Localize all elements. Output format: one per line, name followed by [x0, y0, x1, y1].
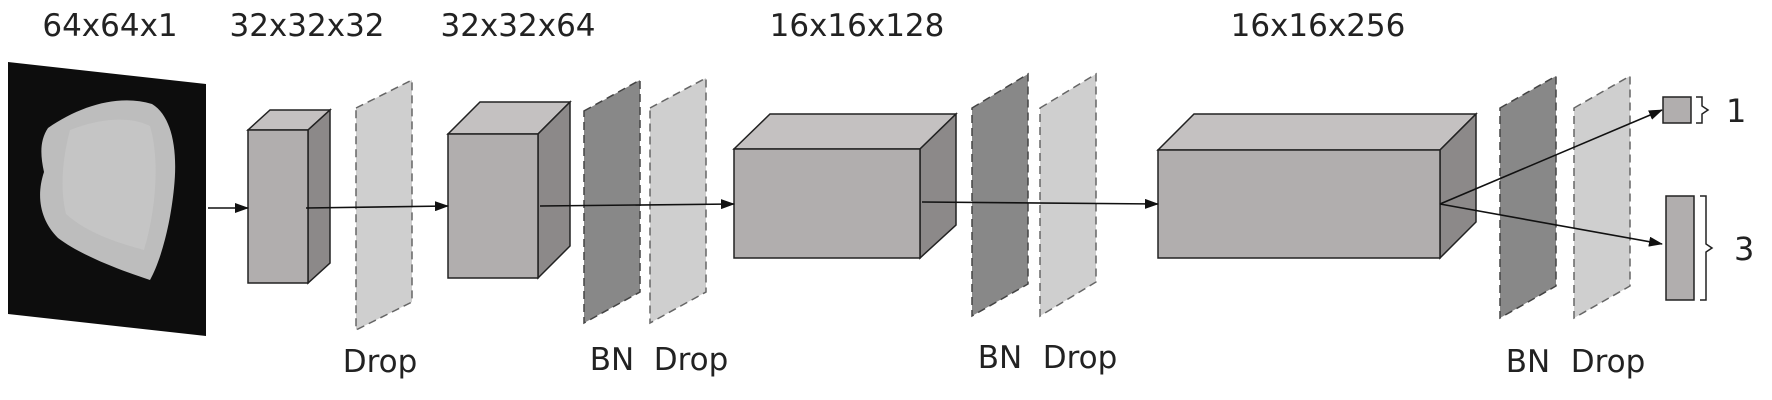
dropout-layer-1	[355, 78, 413, 332]
output-1-brace	[1696, 96, 1710, 124]
bn-2-label: BN	[978, 340, 1022, 376]
dropout-1-label: Drop	[343, 344, 418, 380]
dropout-layer-4	[1573, 74, 1631, 320]
bn-layer-2	[971, 72, 1029, 318]
arrow-block-4-to-output-3	[1439, 203, 1663, 247]
output-3-label: 3	[1734, 230, 1754, 268]
arrow-block-2-to-block-3	[539, 199, 735, 210]
dropout-3-label: Drop	[1043, 340, 1118, 376]
bn-layer-3	[1499, 74, 1557, 320]
block-1-dims-label: 32x32x32	[229, 8, 384, 44]
output-node-3	[1665, 195, 1714, 301]
arrow-block-4-to-output-1	[1439, 109, 1663, 205]
dropout-layer-2	[649, 76, 707, 325]
conv-block-2	[446, 100, 572, 280]
input-dims-label: 64x64x1	[42, 8, 177, 44]
input-image	[8, 62, 206, 336]
output-1-label: 1	[1726, 92, 1746, 130]
block-3-dims-label: 16x16x128	[770, 8, 945, 44]
dropout-2-label: Drop	[654, 342, 729, 378]
dropout-layer-3	[1039, 72, 1097, 318]
bn-1-label: BN	[590, 342, 634, 378]
block-4-dims-label: 16x16x256	[1231, 8, 1406, 44]
bn-3-label: BN	[1506, 344, 1550, 380]
dropout-4-label: Drop	[1571, 344, 1646, 380]
conv-block-1	[246, 108, 332, 285]
bn-layer-1	[583, 78, 641, 325]
block-2-dims-label: 32x32x64	[440, 8, 595, 44]
output-node-1	[1662, 96, 1710, 124]
arrow-block-3-to-block-4	[921, 198, 1159, 209]
conv-block-3	[732, 112, 958, 260]
output-3-brace	[1700, 195, 1714, 301]
arrow-block-1-to-block-2	[305, 201, 449, 212]
conv-block-4	[1156, 112, 1478, 260]
